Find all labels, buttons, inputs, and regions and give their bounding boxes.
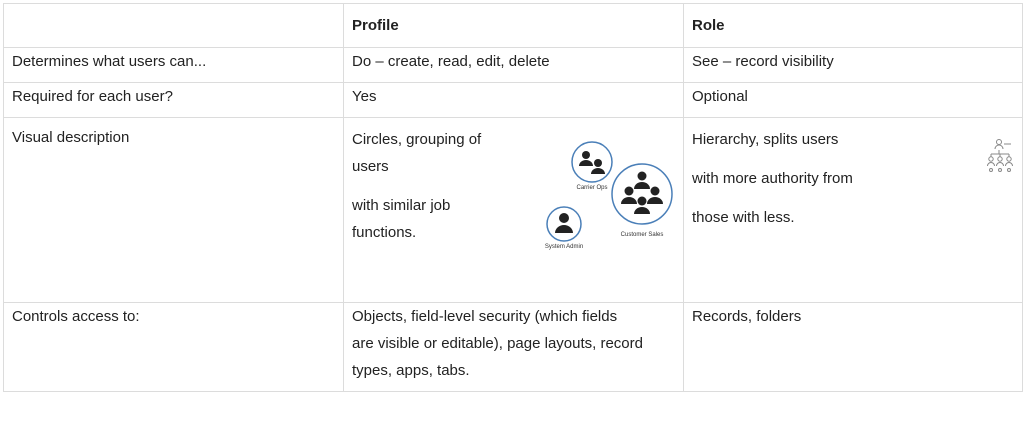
text-line: users [352,158,389,175]
text-line: are visible or editable), page layouts, … [352,335,643,352]
row-label-controls: Controls access to: [3,302,344,392]
cell-profile-required: Yes [343,82,684,118]
table-row: Controls access to: Objects, field-level… [3,302,1023,392]
circle-label-system-admin: System Admin [545,244,583,250]
carrier-ops-circle: Carrier Ops [571,141,613,191]
row-label-visual: Visual description [3,117,344,303]
cell-role-required: Optional [683,82,1023,118]
text-line: functions. [352,224,417,241]
text-line: Objects, field-level security (which fie… [352,308,618,325]
row-label-determines: Determines what users can... [3,47,344,83]
customer-sales-circle: Customer Sales [611,163,673,238]
row-label-required: Required for each user? [3,82,344,118]
text-line: with similar job [352,197,451,214]
profile-visual-text: Circles, grouping of users with similar … [352,118,675,246]
header-row: Profile Role [3,3,1023,48]
system-admin-circle: System Admin [545,206,583,250]
text-line: Hierarchy, splits users [692,131,839,148]
org-hierarchy-icon [987,139,1013,172]
cell-profile-visual: Circles, grouping of users with similar … [343,117,684,303]
text-line: Circles, grouping of [352,131,482,148]
circle-label-carrier-ops: Carrier Ops [576,185,607,191]
text-line: types, apps, tabs. [352,362,470,379]
cell-profile-controls: Objects, field-level security (which fie… [343,302,684,392]
comparison-table: Profile Role Determines what users can..… [3,3,1023,392]
circle-label-customer-sales: Customer Sales [621,232,664,238]
table-row: Visual description Circles, grouping of … [3,117,1023,303]
text-line: with more authority from [692,170,853,187]
cell-role-visual: Hierarchy, splits users with more author… [683,117,1023,303]
cell-role-determines: See – record visibility [683,47,1023,83]
header-empty-cell [3,3,344,48]
cell-profile-determines: Do – create, read, edit, delete [343,47,684,83]
text-line: those with less. [692,209,795,226]
role-visual-text: Hierarchy, splits users with more author… [692,118,1014,231]
header-role: Role [683,3,1023,48]
header-profile: Profile [343,3,684,48]
table-row: Determines what users can... Do – create… [3,47,1023,83]
table-row: Required for each user? Yes Optional [3,82,1023,118]
user-group-icon: Carrier Ops Customer Sales [545,141,673,250]
cell-role-controls: Records, folders [683,302,1023,392]
